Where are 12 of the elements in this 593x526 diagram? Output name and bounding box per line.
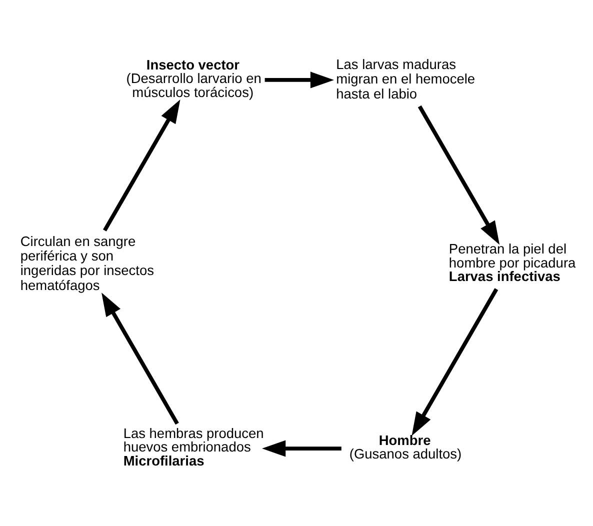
node-text: Insecto vector (Desarrollo larvario en músculos torácicos) [126, 56, 262, 100]
node-text: Circulan en sangre periférica y son ingeridas por insectos hematófagos [20, 233, 154, 292]
node-text: Las larvas maduras migran en el hemocele hasta el labio [336, 56, 476, 101]
arrow [264, 71, 334, 88]
arrow [418, 104, 500, 244]
node-text: Hombre (Gusanos adultos) [349, 432, 462, 462]
arrow [262, 440, 342, 456]
node-text: Las hembras producen huevos embrionados Microfilarias [123, 425, 264, 468]
arrow [412, 288, 498, 436]
arrow [102, 99, 180, 231]
arrow [102, 292, 179, 424]
node-text: Penetran la piel del hombre por picadura Larvas infectivas [448, 241, 576, 284]
